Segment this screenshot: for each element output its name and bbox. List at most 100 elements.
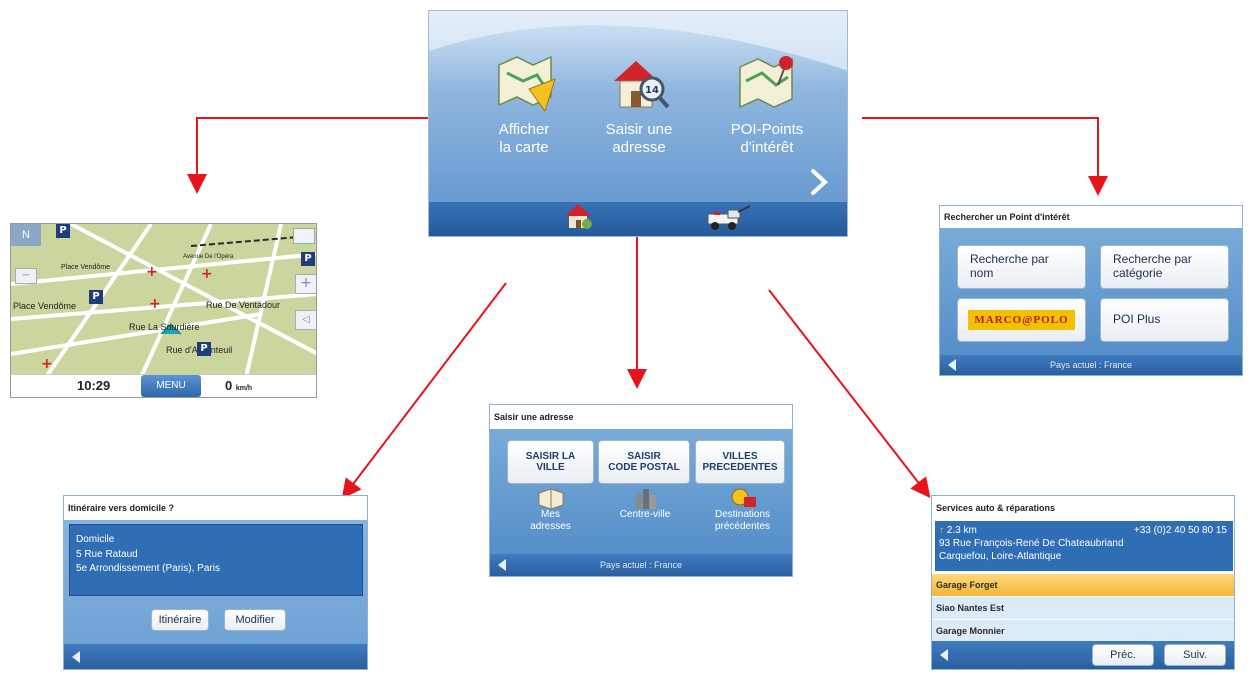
street-label-3: Rue De Ventadour <box>206 300 281 310</box>
home-route-panel: Itinéraire vers domicile ? Domicile 5 Ru… <box>63 495 368 670</box>
enter-city-label-2: VILLE <box>536 462 565 473</box>
poi-search-title: Rechercher un Point d'intérêt <box>940 206 1242 228</box>
poi-plus-button[interactable]: POI Plus <box>1100 298 1229 342</box>
search-by-category-button[interactable]: Recherche par catégorie <box>1100 245 1229 289</box>
enter-city-label-1: SAISIR LA <box>525 450 576 462</box>
tow-truck-icon[interactable] <box>704 204 754 232</box>
list-item[interactable]: Garage Forget <box>932 574 1234 596</box>
signal-strength-icon <box>293 228 315 244</box>
previous-cities-label-1: VILLES <box>722 450 758 462</box>
marco-polo-button[interactable]: MARCO@POLO <box>957 298 1086 342</box>
list-item[interactable]: Siao Nantes Est <box>932 596 1234 619</box>
map-status-bar: 10:29 MENU 0 km/h <box>11 374 316 397</box>
result-address-line2: Carquefou, Loire-Atlantique <box>939 551 1062 562</box>
poi-button[interactable]: POI-Points d'intérêt <box>707 51 827 171</box>
home-route-bottom-bar <box>64 644 367 669</box>
result-name: Siao Nantes Est <box>936 603 1005 613</box>
map-view-panel: N Place Vendôme Place Vendôme Rue De Ven… <box>10 223 317 398</box>
enter-address-button[interactable]: 14 Saisir une adresse <box>584 51 694 171</box>
home-icon[interactable] <box>561 200 595 230</box>
marco-polo-logo: MARCO@POLO <box>968 309 1075 331</box>
direction-arrow-icon: ↑ <box>939 525 944 536</box>
show-map-label-2: la carte <box>499 139 549 156</box>
previous-destinations-label-2: précédentes <box>714 521 771 532</box>
street-label-4: Rue La Sourdière <box>129 322 200 332</box>
home-route-title: Itinéraire vers domicile ? <box>64 496 367 520</box>
zoom-in-icon[interactable]: + <box>295 274 316 294</box>
my-addresses-button[interactable]: Mes adresses <box>508 487 593 533</box>
next-page-label: Suiv. <box>1183 648 1207 661</box>
previous-destinations-label-1: Destinations <box>714 509 771 520</box>
compass[interactable]: N <box>11 224 41 246</box>
previous-destinations-button[interactable]: Destinations précédentes <box>695 487 790 533</box>
enter-city-button[interactable]: SAISIR LA VILLE <box>507 440 594 484</box>
search-by-name-button[interactable]: Recherche par nom <box>957 245 1086 289</box>
speed-value: 0 <box>225 378 233 393</box>
parking-icon: P <box>89 290 103 304</box>
back-arrow-icon[interactable] <box>940 649 948 661</box>
result-list: Garage Forget Siao Nantes Est Garage Mon… <box>932 574 1234 642</box>
chevron-right-icon[interactable] <box>807 167 831 197</box>
search-by-name-label: Recherche par nom <box>970 252 1049 280</box>
map-pin-icon <box>739 56 793 109</box>
recent-destinations-icon <box>731 488 756 507</box>
address-entry-status: Pays actuel : France <box>599 560 683 570</box>
city-center-button[interactable]: Centre-ville <box>600 487 690 521</box>
arrow-to-poi <box>862 117 1108 196</box>
speed-unit: km/h <box>235 385 253 392</box>
svg-text:14: 14 <box>645 85 659 96</box>
poi-search-status-bar: Pays actuel : France <box>940 355 1242 375</box>
city-center-label: Centre-ville <box>619 509 671 520</box>
show-map-button[interactable]: Afficher la carte <box>469 51 579 171</box>
modify-button[interactable]: Modifier <box>224 609 286 631</box>
main-menu-panel: Afficher la carte 14 Saisir une adresse … <box>428 10 848 237</box>
speed-readout: 0 km/h <box>225 378 252 393</box>
next-page-button[interactable]: Suiv. <box>1164 644 1226 666</box>
home-label: Domicile <box>76 534 115 545</box>
enter-address-label-1: Saisir une <box>605 121 673 138</box>
route-button-label: Itinéraire <box>158 613 202 626</box>
selected-result-details: ↑ 2.3 km +33 (0)2 40 50 80 15 93 Rue Fra… <box>935 521 1233 571</box>
show-map-label-1: Afficher <box>498 121 550 138</box>
street-label-2: Place Vendôme <box>13 301 77 311</box>
result-distance: 2.3 km <box>946 525 977 536</box>
enter-address-label-2: adresse <box>612 139 666 156</box>
result-address-line1: 93 Rue François-René De Chateaubriand <box>939 538 1124 549</box>
hospital-icon: + <box>41 356 53 372</box>
auto-services-bottom-bar: Préc. Suiv. <box>932 641 1234 669</box>
back-arrow-icon[interactable] <box>498 559 506 571</box>
list-item[interactable]: Garage Monnier <box>932 619 1234 642</box>
clock: 10:29 <box>77 378 111 393</box>
result-phone[interactable]: +33 (0)2 40 50 80 15 <box>1133 525 1227 536</box>
enter-postal-code-button[interactable]: SAISIR CODE POSTAL <box>598 440 690 484</box>
street-label-6: Avenue De l'Opéra <box>183 254 234 260</box>
address-entry-panel: Saisir une adresse SAISIR LA VILLE SAISI… <box>489 404 793 577</box>
poi-plus-label: POI Plus <box>1113 312 1161 327</box>
home-street: 5 Rue Rataud <box>76 548 138 560</box>
map-canvas[interactable] <box>11 224 317 398</box>
zoom-out-icon[interactable]: − <box>15 268 37 284</box>
address-entry-status-bar: Pays actuel : France <box>490 554 792 576</box>
parking-icon: P <box>301 252 315 266</box>
previous-cities-button[interactable]: VILLES PRECEDENTES <box>695 440 785 484</box>
poi-search-status: Pays actuel : France <box>1049 360 1133 370</box>
back-arrow-icon[interactable] <box>948 359 956 371</box>
auto-services-title: Services auto & réparations <box>932 496 1234 520</box>
hospital-icon: + <box>146 264 158 280</box>
parking-icon: P <box>56 224 70 238</box>
menu-button[interactable]: MENU <box>141 375 201 397</box>
route-button[interactable]: Itinéraire <box>151 609 209 631</box>
result-name: Garage Monnier <box>936 626 1005 636</box>
modify-button-label: Modifier <box>235 613 275 626</box>
enter-postal-code-label-1: SAISIR <box>627 450 661 462</box>
previous-page-label: Préc. <box>1110 648 1136 661</box>
street-label-1: Place Vendôme <box>61 264 111 271</box>
auto-services-panel: Services auto & réparations ↑ 2.3 km +33… <box>931 495 1235 670</box>
arrow-to-map <box>187 117 428 194</box>
back-arrow-icon[interactable] <box>72 650 80 663</box>
volume-icon[interactable]: ◁ <box>295 310 316 330</box>
home-address-box: Domicile 5 Rue Rataud 5e Arrondissement … <box>69 524 363 596</box>
hospital-icon: + <box>149 296 161 312</box>
previous-page-button[interactable]: Préc. <box>1092 644 1154 666</box>
main-menu-bottom-bar <box>429 202 847 236</box>
